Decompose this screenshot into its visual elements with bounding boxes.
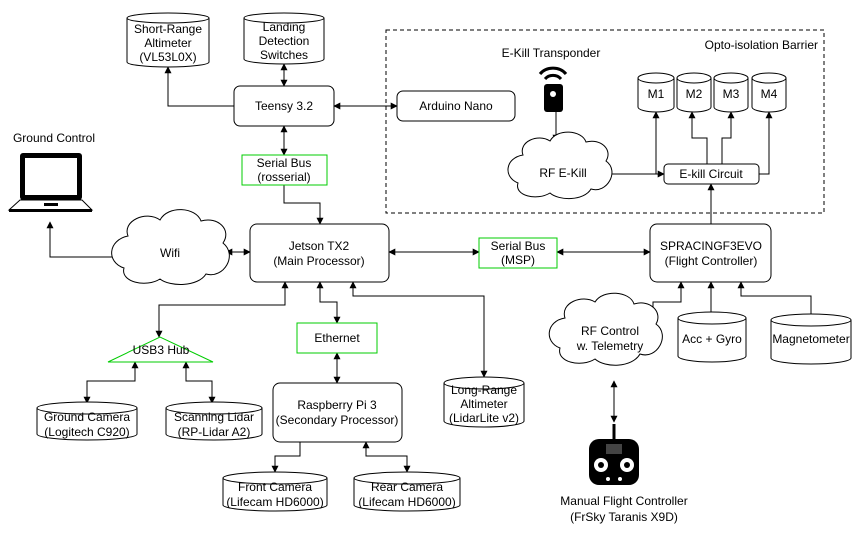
transponder-icon [538,66,568,112]
edge-usb-groundcam [83,361,139,404]
edge-raspberry-rear [362,441,411,473]
front-camera-line1: Front Camera [238,480,312,494]
edge-ekill-m4 [759,111,773,175]
rf-control-line1: RF Control [581,324,639,338]
spracing-line1: SPRACINGF3EVO [660,239,762,253]
ground-control-label: Ground Control [13,131,95,145]
edge-raspberry-front [271,442,301,473]
front-camera: Front Camera (Lifecam HD6000) [222,471,328,512]
serial-msp-line2: (MSP) [501,253,535,267]
laptop-icon [7,153,94,212]
short-range-altimeter: Short-Range Altimeter (VL53L0X) [126,12,210,68]
jetson-line1: Jetson TX2 [289,239,350,253]
rear-camera-line1: Rear Camera [371,480,443,494]
edge-ekill-m3 [721,111,735,164]
usb3-hub-node: USB3 Hub [107,336,214,363]
wifi-cloud: Wifi [111,209,230,285]
manual-fc-line2: (FrSky Taranis X9D) [570,510,678,524]
edge-ground-wifi [46,221,116,258]
rf-ekill-label: RF E-Kill [539,166,586,180]
edge-jetson-usb [155,281,289,338]
serial-rosserial-line2: (rosserial) [257,170,310,184]
jetson-node: Jetson TX2 (Main Processor) [249,223,390,283]
edge-jetson-ethernet [316,281,341,324]
m4-label: M4 [761,87,778,101]
ground-camera-line2: (Logitech C920) [44,425,129,439]
usb3-hub-label: USB3 Hub [133,343,190,357]
edge-magnetometer-spracing [737,281,812,314]
landing-line3: Switches [260,48,308,62]
raspberry-node: Raspberry Pi 3 (Secondary Processor) [272,382,403,443]
serial-msp-line1: Serial Bus [491,239,546,253]
arduino-label: Arduino Nano [419,99,493,113]
arduino-node: Arduino Nano [396,90,516,122]
short-range-line3: (VL53L0X) [139,50,196,64]
motor-m3: M3 [713,72,749,113]
teensy-label: Teensy 3.2 [255,99,313,113]
long-range-line1: Long-Range [451,383,517,397]
scanning-lidar-line1: Scanning Lidar [174,410,254,424]
landing-switches: Landing Detection Switches [243,12,325,65]
m1-label: M1 [648,87,665,101]
motor-m2: M2 [676,72,712,113]
edge-ekill-m1 [652,111,664,175]
scanning-lidar: Scanning Lidar (RP-Lidar A2) [165,401,263,441]
m3-label: M3 [723,87,740,101]
ground-camera-line1: Ground Camera [44,410,130,424]
jetson-line2: (Main Processor) [273,254,364,268]
teensy-node: Teensy 3.2 [233,85,335,127]
ethernet-label: Ethernet [314,331,360,345]
ground-camera: Ground Camera (Logitech C920) [36,401,138,441]
raspberry-line2: (Secondary Processor) [276,413,399,427]
wifi-label: Wifi [160,246,180,260]
magnetometer: Magnetometer [770,313,852,365]
landing-line2: Detection [259,34,310,48]
motor-m4: M4 [751,72,787,113]
long-range-line3: (LidarLite v2) [449,411,519,425]
edge-jetson-longrange [349,281,488,378]
ekill-transponder-label: E-Kill Transponder [502,46,601,60]
edge-ekill-m2 [688,111,708,164]
long-range-line2: Altimeter [460,397,507,411]
opto-barrier-label: Opto-isolation Barrier [705,38,818,52]
manual-fc-line1: Manual Flight Controller [560,494,687,508]
landing-line1: Landing [263,20,306,34]
connectors [46,63,812,473]
serial-rosserial-node: Serial Bus (rosserial) [241,154,328,186]
raspberry-line1: Raspberry Pi 3 [297,398,377,412]
long-range-altimeter: Long-Range Altimeter (LidarLite v2) [443,376,525,428]
m2-label: M2 [686,87,703,101]
ethernet-node: Ethernet [296,322,378,354]
ekill-circuit-label: E-kill Circuit [679,167,743,181]
short-range-line2: Altimeter [144,36,191,50]
rc-transmitter-icon [589,424,639,485]
ekill-circuit-node: E-kill Circuit [663,163,760,185]
serial-rosserial-line1: Serial Bus [257,156,312,170]
rf-ekill-cloud: RF E-Kill [507,131,613,199]
spracing-node: SPRACINGF3EVO (Flight Controller) [649,223,772,283]
scanning-lidar-line2: (RP-Lidar A2) [178,425,251,439]
opto-barrier-region [385,29,825,214]
serial-msp-node: Serial Bus (MSP) [478,237,558,269]
motor-m1: M1 [637,72,675,113]
acc-gyro-label: Acc + Gyro [682,332,742,346]
rear-camera-line2: (Lifecam HD6000) [358,495,455,509]
edge-serial-jetson [283,185,324,225]
acc-gyro: Acc + Gyro [677,311,747,363]
rear-camera: Rear Camera (Lifecam HD6000) [353,471,461,512]
magnetometer-label: Magnetometer [772,332,849,346]
short-range-line1: Short-Range [134,22,202,36]
rf-control-cloud: RF Control w. Telemetry [548,292,663,366]
edge-usb-lidar [182,361,216,404]
rf-control-line2: w. Telemetry [576,339,643,353]
spracing-line2: (Flight Controller) [665,254,758,268]
edge-teensy-short-range [164,66,234,107]
front-camera-line2: (Lifecam HD6000) [226,495,323,509]
